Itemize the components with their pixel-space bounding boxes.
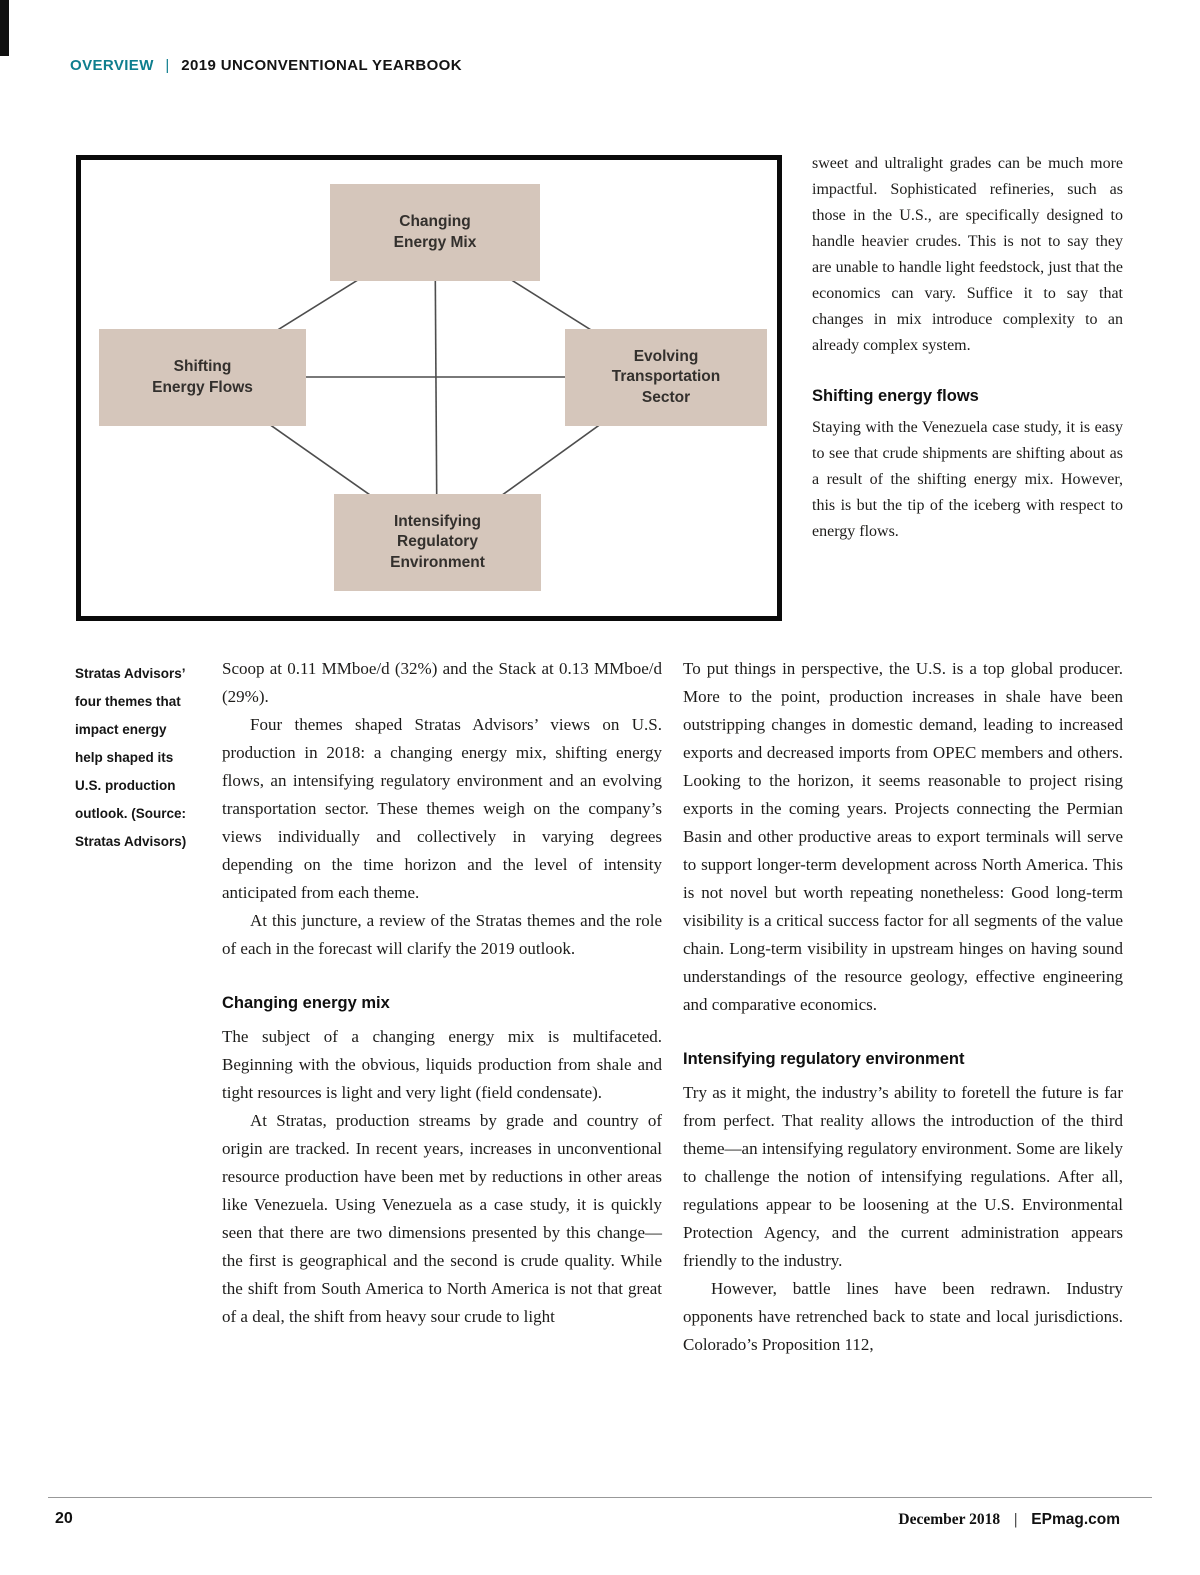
footer-right: December 2018 | EPmag.com (898, 1511, 1120, 1529)
footer-site: EPmag.com (1031, 1511, 1120, 1528)
diagram-box-shifting-energy-flows: Shifting Energy Flows (99, 329, 306, 426)
paragraph-changing-mix-subject: The subject of a changing energy mix is … (222, 1027, 662, 1102)
column-middle: Scoop at 0.11 MMboe/d (32%) and the Stac… (222, 655, 662, 1331)
diagram-box-evolving-transportation-sector: Evolving Transportation Sector (565, 329, 767, 426)
paragraph-juncture-review: At this juncture, a review of the Strata… (222, 911, 662, 958)
paragraph-us-top-producer: To put things in perspective, the U.S. i… (683, 659, 1123, 1014)
heading-changing-energy-mix: Changing energy mix (222, 994, 390, 1012)
diagram-box-intensifying-regulatory-environment: Intensifying Regulatory Environment (334, 494, 541, 591)
paragraph-stratas-production-streams: At Stratas, production streams by grade … (222, 1111, 662, 1326)
page-corner-tab (0, 0, 9, 56)
paragraph-scoop-stack: Scoop at 0.11 MMboe/d (32%) and the Stac… (222, 659, 662, 706)
figure-diagram: Changing Energy Mix Shifting Energy Flow… (76, 155, 782, 621)
column-right-bottom: To put things in perspective, the U.S. i… (683, 655, 1123, 1359)
header-title: 2019 UNCONVENTIONAL YEARBOOK (181, 57, 462, 74)
figure-caption: Stratas Advisors’ four themes that impac… (75, 666, 187, 849)
header-divider: | (165, 57, 170, 74)
paragraph-refineries-continuation: sweet and ultralight grades can be much … (812, 155, 1123, 354)
footer-rule (48, 1497, 1152, 1498)
page-header: OVERVIEW | 2019 UNCONVENTIONAL YEARBOOK (70, 57, 462, 74)
column-right-top: sweet and ultralight grades can be much … (812, 151, 1123, 545)
heading-shifting-energy-flows: Shifting energy flows (812, 387, 979, 405)
footer-divider: | (1013, 1511, 1018, 1528)
footer-date: December 2018 (898, 1511, 1001, 1528)
footer-page-number: 20 (55, 1510, 73, 1527)
paragraph-four-themes: Four themes shaped Stratas Advisors’ vie… (222, 715, 662, 902)
paragraph-industry-foretell-future: Try as it might, the industry’s ability … (683, 1083, 1123, 1270)
header-section-label: OVERVIEW (70, 57, 154, 74)
diagram-box-changing-energy-mix: Changing Energy Mix (330, 184, 540, 281)
heading-intensifying-regulatory-environment: Intensifying regulatory environment (683, 1050, 965, 1068)
paragraph-battle-lines: However, battle lines have been redrawn.… (683, 1279, 1123, 1354)
paragraph-venezuela-case-study: Staying with the Venezuela case study, i… (812, 419, 1123, 540)
